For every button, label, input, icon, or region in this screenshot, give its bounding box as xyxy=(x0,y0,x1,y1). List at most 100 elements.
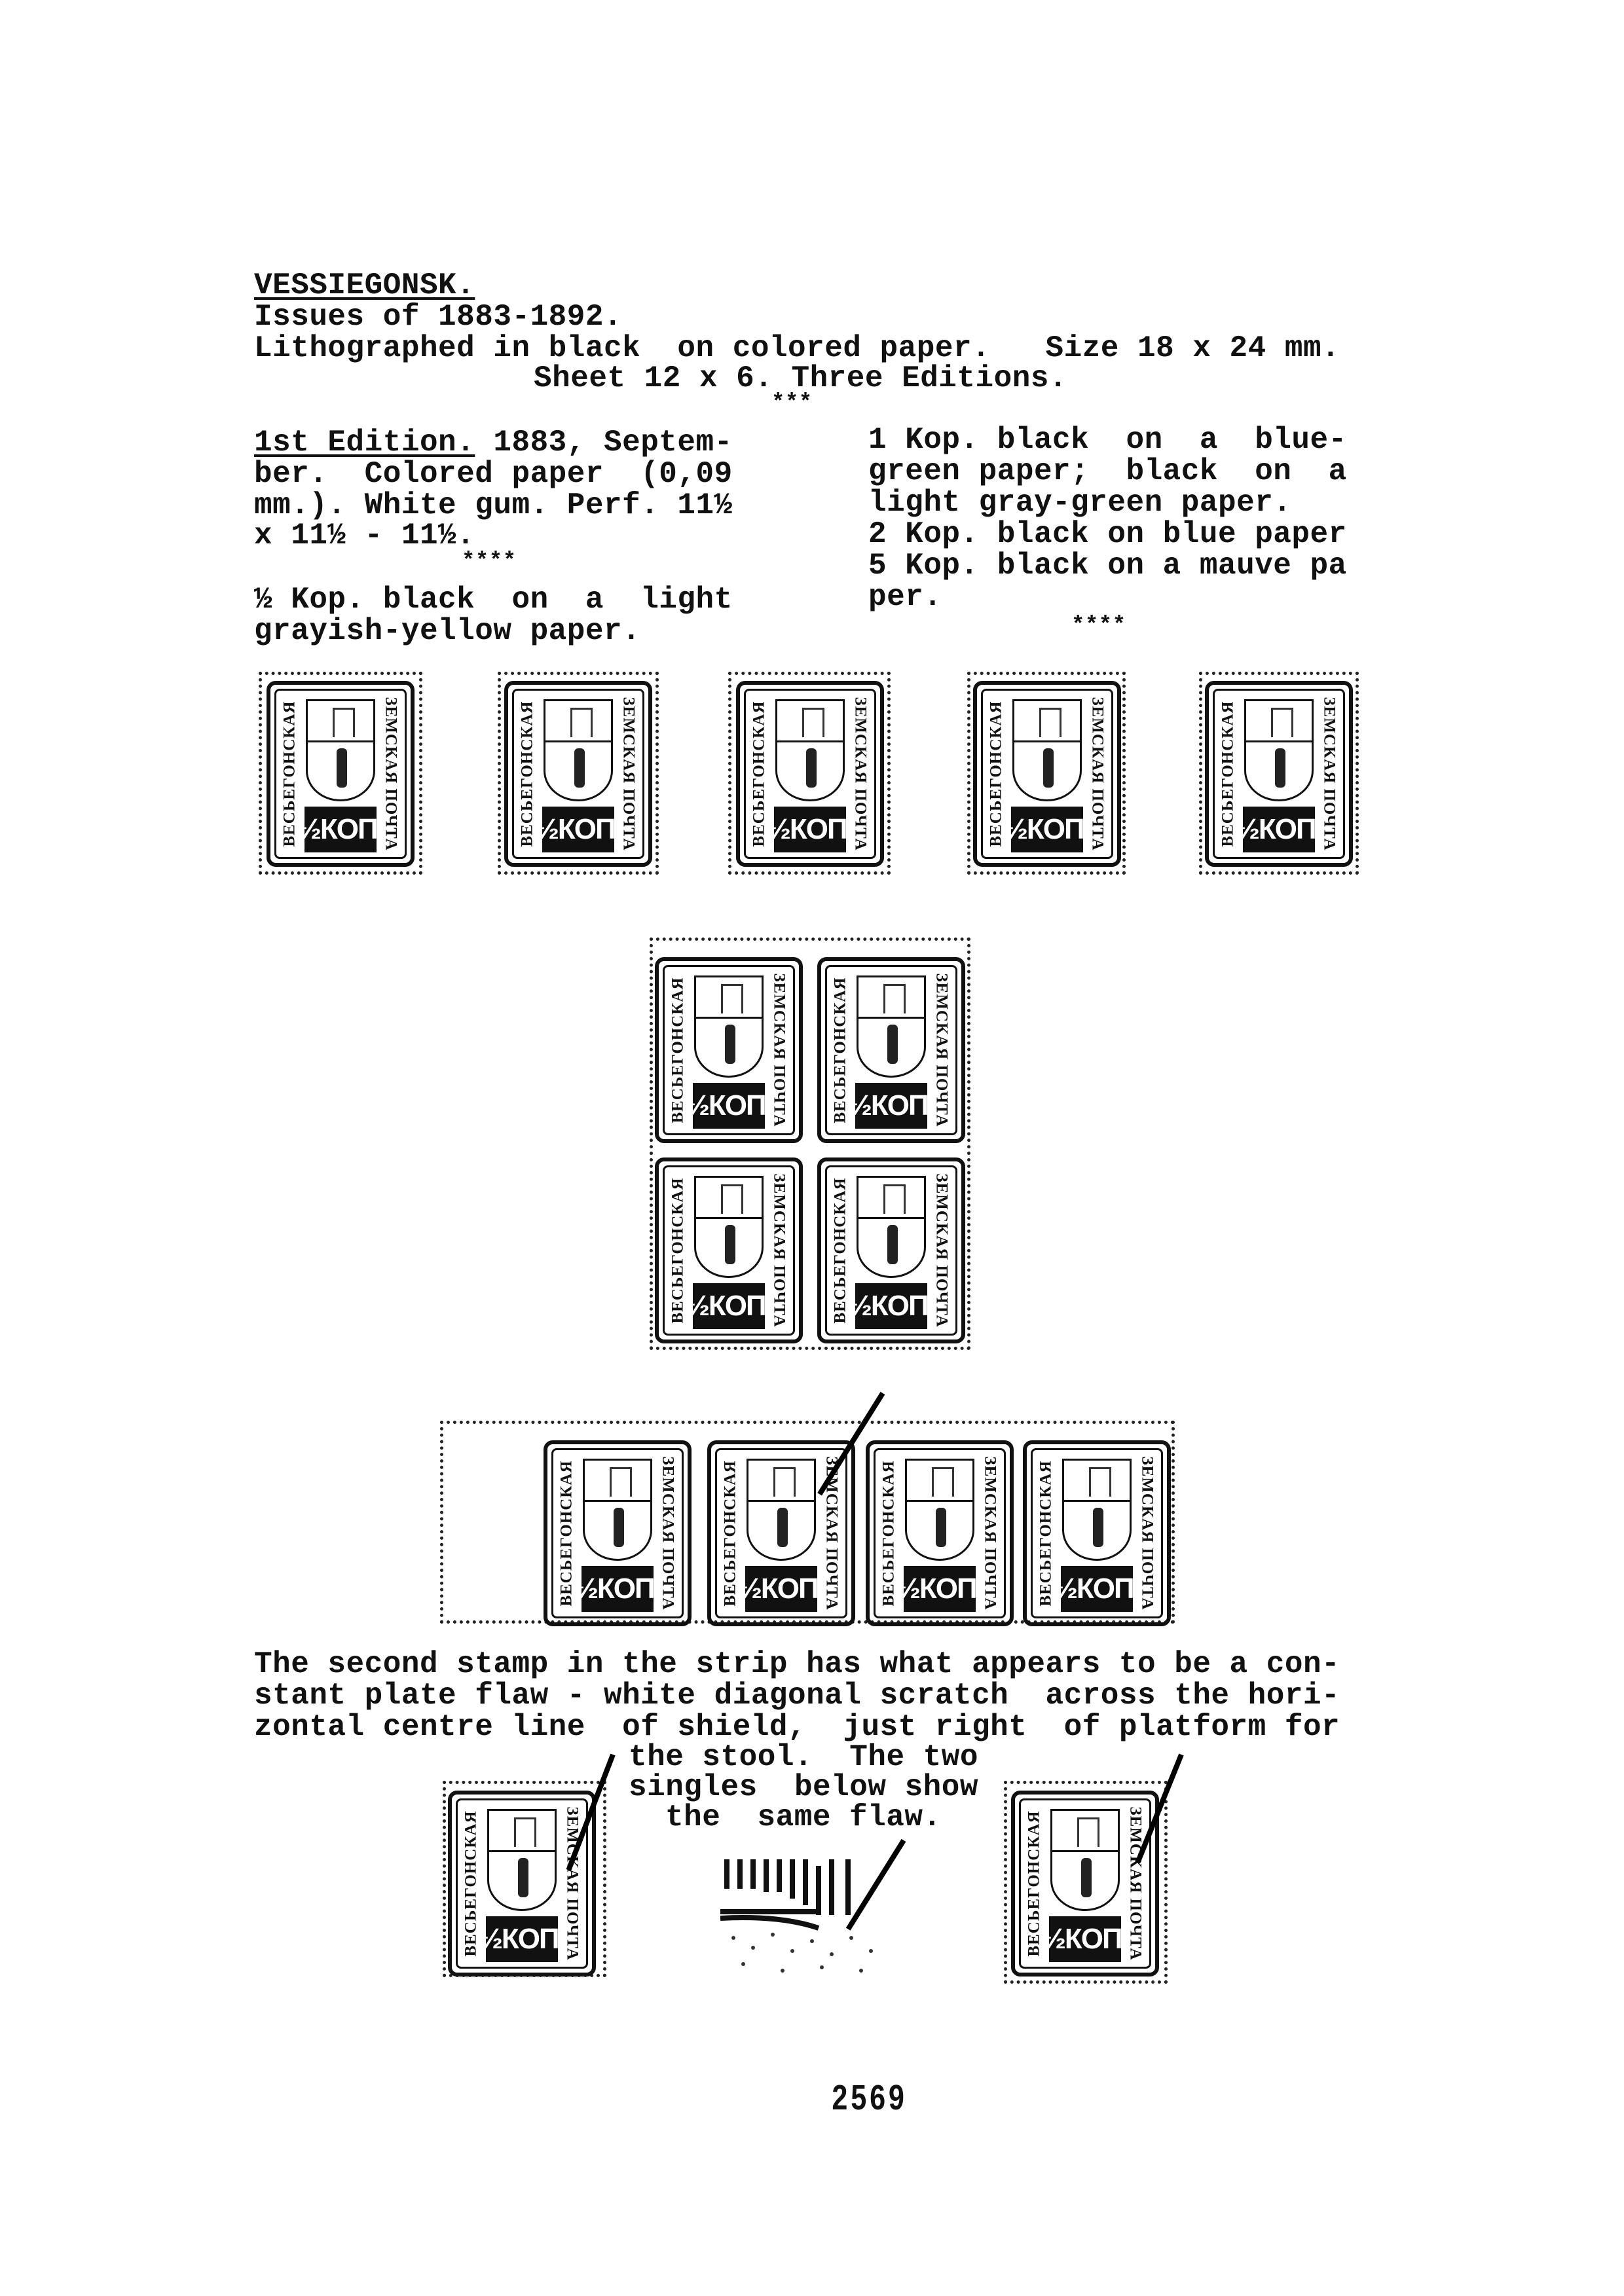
half-kop-line: grayish-yellow paper. xyxy=(254,614,641,648)
stamp-value: ½КОП. xyxy=(535,807,623,852)
stamp-right-text: ЗЕМСКАЯ ПОЧТА xyxy=(1089,697,1107,851)
stamp-frame xyxy=(817,957,965,1143)
flaw-text-line: stant plate flaw - white diagonal scratc… xyxy=(254,1679,1340,1713)
stamp-right-text: ЗЕМСКАЯ ПОЧТА xyxy=(1127,1806,1145,1961)
stamp-inner-frame xyxy=(663,965,795,1135)
sheet-line: Sheet 12 x 6. Three Editions. xyxy=(534,361,1068,395)
stamp-right-text: ЗЕМСКАЯ ПОЧТА xyxy=(382,697,401,851)
right-column-line: light gray-green paper. xyxy=(868,486,1292,520)
stamp-left-text: ВЕСЬЕГОНСКАЯ xyxy=(1219,701,1238,847)
first-edition-text: 1883, Septem- xyxy=(475,426,733,460)
stamp-frame xyxy=(655,1157,803,1343)
stamp-left-text: ВЕСЬЕГОНСКАЯ xyxy=(669,1177,688,1324)
page-number: 2569 xyxy=(832,2078,908,2117)
coat-of-arms-icon xyxy=(583,1459,652,1561)
stamp-frame xyxy=(866,1440,1014,1626)
issues-line: Issues of 1883-1892. xyxy=(254,300,623,334)
stamp-left-text: ВЕСЬЕГОНСКАЯ xyxy=(722,1460,740,1607)
stamp-value: ½КОП. xyxy=(1054,1566,1141,1612)
stamp-inner-frame xyxy=(1019,1798,1151,1969)
stamp-value: ½КОП. xyxy=(896,1566,984,1612)
stamp-value: ½КОП. xyxy=(297,807,385,852)
stamp-right-text: ЗЕМСКАЯ ПОЧТА xyxy=(982,1456,1000,1611)
perforation xyxy=(1199,672,1359,875)
right-column-line: per. xyxy=(868,580,942,614)
stamp-inner-frame xyxy=(1031,1448,1163,1618)
stamp-value: ½КОП. xyxy=(1004,807,1092,852)
stamp-inner-frame xyxy=(825,965,957,1135)
perforation xyxy=(259,672,422,875)
stamp-left-text: ВЕСЬЕГОНСКАЯ xyxy=(880,1460,898,1607)
separator: **** xyxy=(1071,613,1126,638)
stamp-value: ½КОП. xyxy=(738,1566,826,1612)
stamp-left-text: ВЕСЬЕГОНСКАЯ xyxy=(281,701,299,847)
stamp-frame xyxy=(655,957,803,1143)
stamp-right-text: ЗЕМСКАЯ ПОЧТА xyxy=(933,1173,951,1328)
stamp-frame xyxy=(544,1440,692,1626)
flaw-text-line: the stool. The two xyxy=(629,1740,978,1774)
stamp-inner-frame xyxy=(456,1798,588,1969)
stamp-right-text: ЗЕМСКАЯ ПОЧТА xyxy=(1321,697,1339,851)
stamp-right-text: ЗЕМСКАЯ ПОЧТА xyxy=(564,1806,582,1961)
coat-of-arms-icon xyxy=(747,1459,816,1561)
stamp-left-text: ВЕСЬЕГОНСКАЯ xyxy=(669,977,688,1123)
stamp-right-text: ЗЕМСКАЯ ПОЧТА xyxy=(771,973,789,1127)
separator: **** xyxy=(462,549,517,574)
right-column-line: 1 Kop. black on a blue- xyxy=(868,423,1347,457)
coat-of-arms-icon xyxy=(1244,699,1314,801)
stamp-right-text: ЗЕМСКАЯ ПОЧТА xyxy=(659,1456,678,1611)
stamp-inner-frame xyxy=(715,1448,847,1618)
first-edition-line: x 11½ - 11½. xyxy=(254,519,475,553)
stamp-value: ½КОП. xyxy=(574,1566,662,1612)
stamp-value: ½КОП. xyxy=(848,1283,936,1329)
stamp-left-text: ВЕСЬЕГОНСКАЯ xyxy=(832,1177,850,1324)
flaw-detail-illustration xyxy=(720,1859,873,1973)
flaw-text-line: The second stamp in the strip has what a… xyxy=(254,1647,1340,1681)
coat-of-arms-icon xyxy=(857,1176,926,1278)
stamp-inner-frame xyxy=(512,689,644,859)
stamp-frame xyxy=(504,681,652,867)
coat-of-arms-icon xyxy=(544,699,613,801)
stamp-value: ½КОП. xyxy=(479,1916,566,1962)
stamp-left-text: ВЕСЬЕГОНСКАЯ xyxy=(462,1810,481,1957)
stamp-inner-frame xyxy=(744,689,876,859)
right-column-line: 2 Kop. black on blue paper xyxy=(868,517,1347,551)
first-edition-label: 1st Edition. xyxy=(254,426,475,460)
litho-line: Lithographed in black on colored paper. … xyxy=(254,331,1340,365)
stamp-frame xyxy=(973,681,1121,867)
stamp-value: ½КОП. xyxy=(767,807,855,852)
stamp-inner-frame xyxy=(874,1448,1006,1618)
stamp-right-text: ЗЕМСКАЯ ПОЧТА xyxy=(1139,1456,1157,1611)
stamp-right-text: ЗЕМСКАЯ ПОЧТА xyxy=(771,1173,789,1328)
coat-of-arms-icon xyxy=(905,1459,974,1561)
stamp-inner-frame xyxy=(981,689,1113,859)
first-edition-line: mm.). White gum. Perf. 11½ xyxy=(254,488,733,522)
first-edition-line: ber. Colored paper (0,09 xyxy=(254,457,733,491)
flaw-text-line: singles below show xyxy=(629,1770,978,1804)
perforation xyxy=(498,672,659,875)
stamp-inner-frame xyxy=(274,689,407,859)
separator: *** xyxy=(771,391,813,416)
stamp-left-text: ВЕСЬЕГОНСКАЯ xyxy=(987,701,1006,847)
stamp-value: ½КОП. xyxy=(686,1083,773,1129)
perforation xyxy=(1004,1781,1168,1984)
flaw-text-line: the same flaw. xyxy=(665,1800,942,1834)
stamp-value: ½КОП. xyxy=(1042,1916,1130,1962)
stamp-left-text: ВЕСЬЕГОНСКАЯ xyxy=(519,701,537,847)
stamp-value: ½КОП. xyxy=(1236,807,1323,852)
stamp-frame xyxy=(1023,1440,1171,1626)
stamp-left-text: ВЕСЬЕГОНСКАЯ xyxy=(832,977,850,1123)
stamp-left-text: ВЕСЬЕГОНСКАЯ xyxy=(750,701,769,847)
coat-of-arms-icon xyxy=(1062,1459,1132,1561)
stamp-inner-frame xyxy=(1213,689,1345,859)
stamp-right-text: ЗЕМСКАЯ ПОЧТА xyxy=(620,697,638,851)
